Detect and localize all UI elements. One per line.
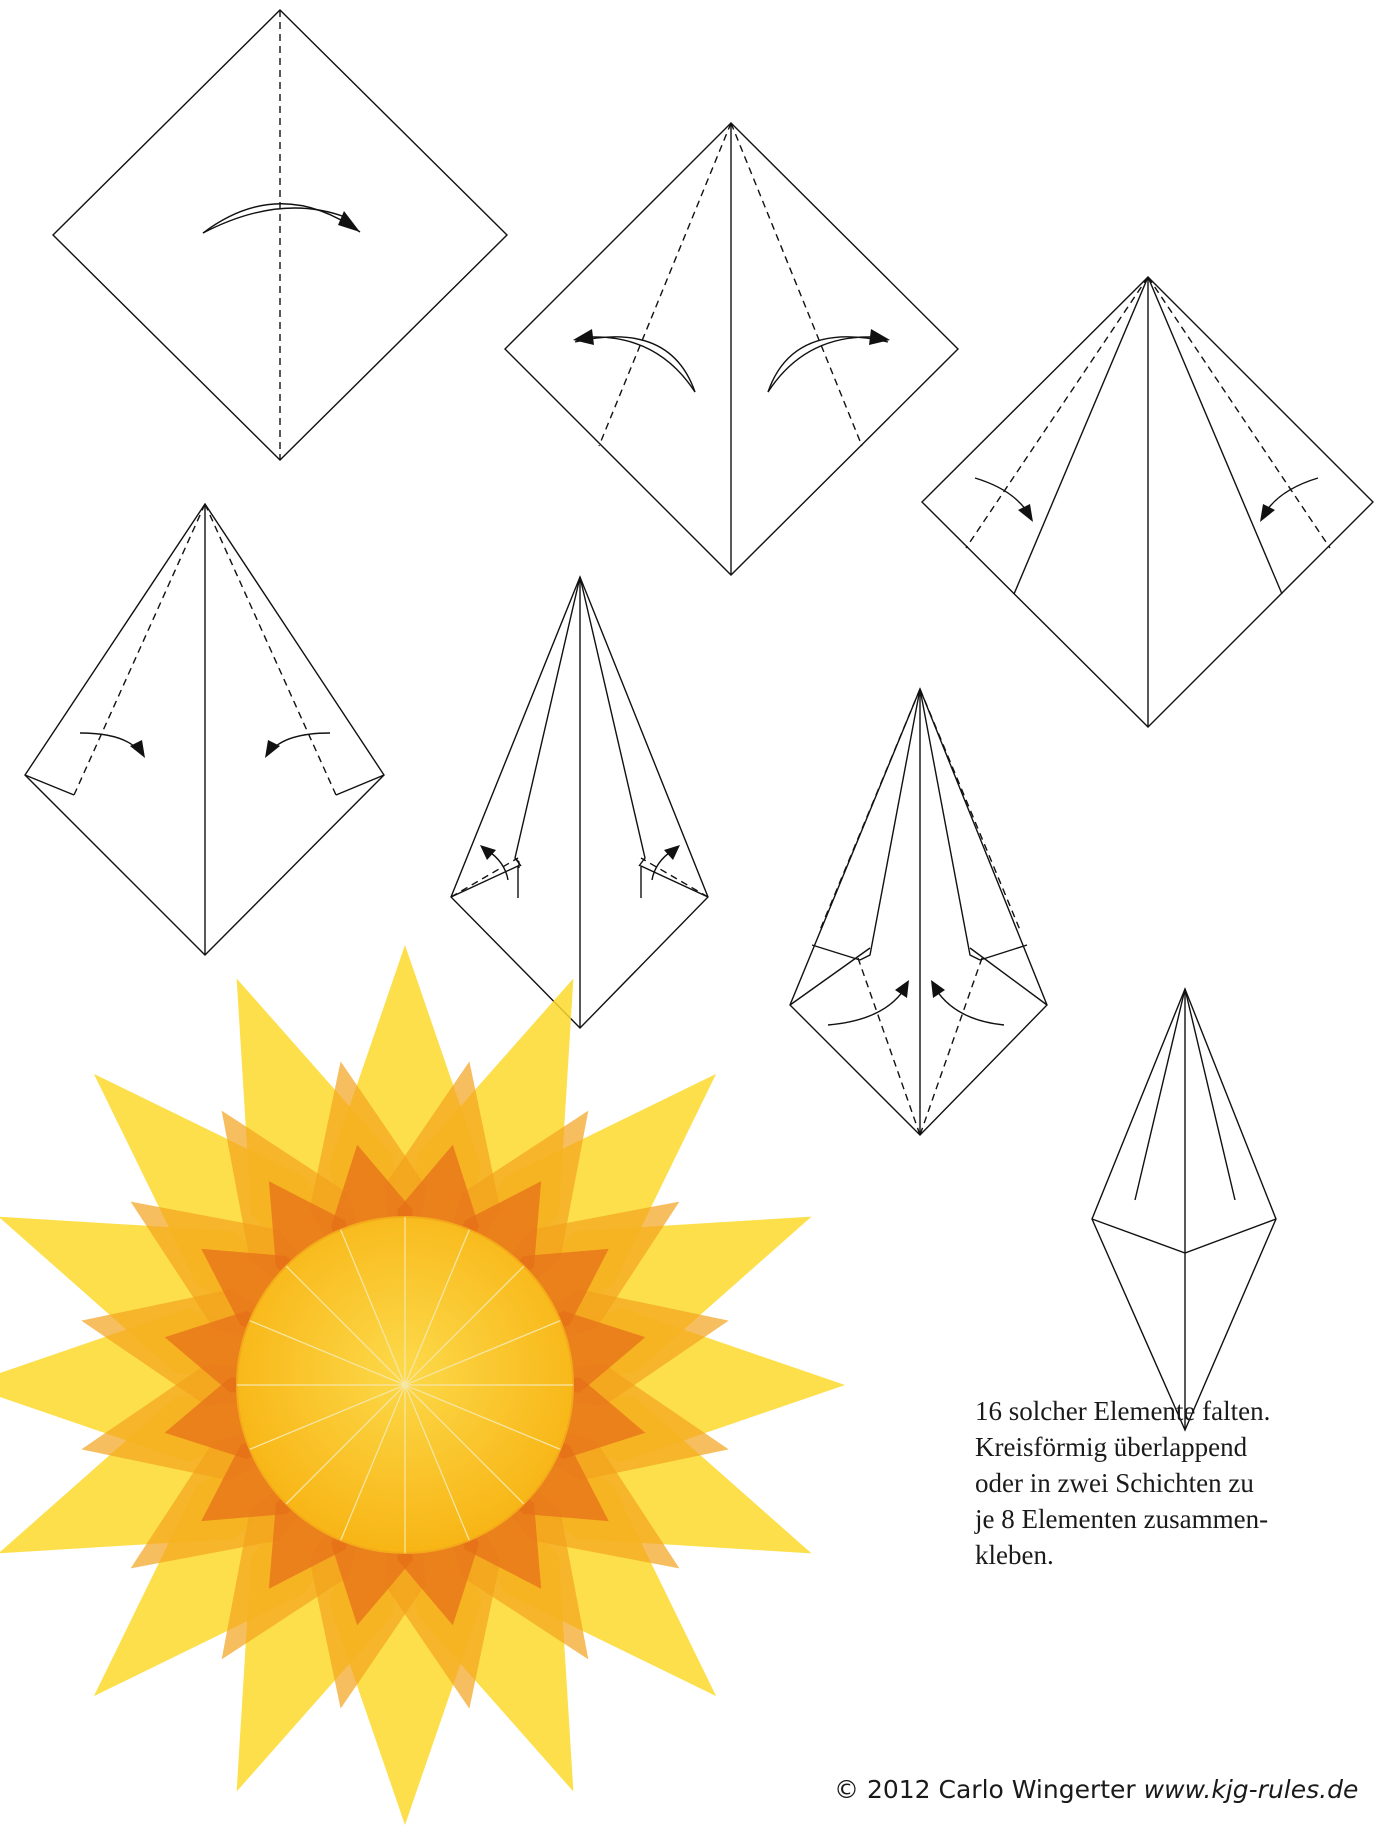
step-4-diagram [25,504,384,955]
curved-fold-arrow-icon [1260,478,1318,522]
step-1-diagram [53,10,507,460]
step-6-diagram [790,689,1047,1135]
curved-fold-arrow-icon [768,329,890,392]
curved-fold-arrow-icon [652,845,680,880]
instruction-line-4: je 8 Elementen zusammen- [975,1501,1355,1537]
step-7-final-element [1092,989,1276,1430]
step-2-diagram [505,123,958,575]
instruction-line-1: 16 solcher Elemente falten. [975,1393,1355,1429]
sun-star-photo [0,945,845,1825]
copyright-footer: © 2012 Carlo Wingerter www.kjg-rules.de [834,1775,1358,1804]
instruction-line-2: Kreisförmig überlappend [975,1429,1355,1465]
curved-fold-arrow-icon [480,845,508,880]
instruction-line-5: kleben. [975,1537,1355,1573]
website-link[interactable]: www.kjg-rules.de [1144,1775,1359,1804]
curved-fold-arrow-icon [203,204,360,233]
curved-fold-arrow-icon [931,980,1004,1025]
instruction-line-3: oder in zwei Schichten zu [975,1465,1355,1501]
step-3-diagram [922,277,1373,727]
curved-fold-arrow-icon [975,478,1033,522]
instructions-text: 16 solcher Elemente falten. Kreisförmig … [975,1393,1355,1573]
sun-center-creases [237,1217,573,1553]
step-5-diagram [451,577,708,1028]
copyright-text: © 2012 Carlo Wingerter [834,1775,1136,1804]
curved-fold-arrow-icon [80,733,145,758]
curved-fold-arrow-icon [265,733,330,758]
